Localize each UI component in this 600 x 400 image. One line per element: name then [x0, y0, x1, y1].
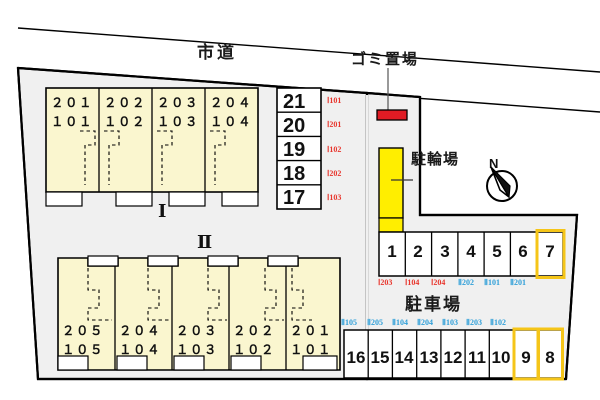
parking-stall-tag: Ⅰ202 — [327, 169, 342, 178]
parking-stall-tag: Ⅱ104 — [392, 318, 408, 327]
unit-upper: ２０２ — [233, 324, 276, 338]
compass-north-label: N — [489, 156, 499, 171]
unit-lower: １０４ — [210, 115, 253, 129]
parking-stall-tag: Ⅰ204 — [431, 278, 446, 287]
site-boundary-east-outline — [366, 91, 579, 380]
parking-row-lower-boxes — [343, 327, 564, 381]
bicycle-parking-marker — [378, 147, 404, 219]
parking-stall-number[interactable]: 6 — [518, 242, 528, 261]
parking-stall-number[interactable]: 12 — [443, 348, 463, 367]
parking-stall-number[interactable]: 9 — [521, 348, 531, 367]
unit-upper: ２０１ — [51, 96, 94, 110]
parking-row-upper-boxes — [378, 229, 566, 279]
building-ii-label: Ⅱ — [197, 232, 213, 253]
parking-stall-number[interactable]: 8 — [545, 348, 555, 367]
unit-lower: １０１ — [51, 115, 94, 129]
parking-stall-tag: Ⅰ103 — [327, 193, 342, 202]
parking-stall-number[interactable]: 3 — [440, 242, 450, 261]
parking-stall-number[interactable]: 19 — [283, 139, 306, 161]
parking-stall-number[interactable]: 13 — [419, 348, 439, 367]
parking-stall-number[interactable]: 18 — [283, 163, 306, 185]
parking-stall-number[interactable]: 5 — [492, 242, 502, 261]
parking-lot-label: 駐車場 — [405, 295, 462, 315]
parking-stall-number[interactable]: 15 — [370, 348, 390, 367]
unit-upper: ２０３ — [157, 96, 200, 110]
bicycle-parking-label: 駐輪場 — [411, 150, 460, 168]
garbage-area-marker — [376, 109, 408, 121]
parking-stall-number[interactable]: 14 — [394, 348, 414, 367]
parking-stall-tag: Ⅱ102 — [490, 318, 506, 327]
parking-stall-number[interactable]: 4 — [466, 242, 476, 261]
unit-lower: １０３ — [176, 343, 219, 357]
parking-stall-tag: Ⅱ103 — [442, 318, 458, 327]
parking-stall-number[interactable]: 10 — [491, 348, 511, 367]
parking-stall-number[interactable]: 1 — [387, 242, 397, 261]
road-label: 市道 — [197, 43, 237, 63]
unit-upper: ２０１ — [290, 324, 333, 338]
unit-lower: １０４ — [119, 343, 162, 357]
parking-stall-tag: Ⅱ204 — [417, 318, 433, 327]
unit-upper: ２０３ — [176, 324, 219, 338]
compass-rose — [486, 166, 518, 202]
bicycle-parking-tail — [378, 217, 404, 233]
parking-stall-number[interactable]: 2 — [413, 242, 423, 261]
parking-stall-tag: Ⅱ101 — [484, 278, 500, 287]
unit-lower: １０２ — [104, 115, 147, 129]
parking-stall-number[interactable]: 20 — [283, 115, 306, 137]
unit-lower: １０５ — [62, 343, 105, 357]
parking-stall-tag: Ⅱ202 — [458, 278, 474, 287]
site-west-south-boundary — [16, 67, 566, 381]
unit-lower: １０１ — [290, 343, 333, 357]
parking-stall-tag: Ⅱ203 — [466, 318, 482, 327]
road-north-edge — [17, 27, 600, 73]
parking-stall-tag: Ⅰ201 — [327, 120, 342, 129]
parking-stall-number[interactable]: 11 — [468, 348, 486, 367]
building-i-shape — [45, 87, 259, 207]
parking-stall-tag: Ⅰ102 — [327, 145, 342, 154]
parking-stall-tag: Ⅱ105 — [341, 318, 357, 327]
building-ii-shape — [57, 255, 341, 371]
unit-upper: ２０４ — [119, 324, 162, 338]
parking-column-boxes — [276, 87, 322, 210]
unit-upper: ２０４ — [210, 96, 253, 110]
parking-stall-tag: Ⅱ205 — [367, 318, 383, 327]
parking-stall-number[interactable]: 7 — [545, 242, 555, 261]
parking-stall-tag: Ⅰ203 — [378, 278, 393, 287]
unit-upper: ２０２ — [104, 96, 147, 110]
parking-stall-tag: Ⅱ201 — [510, 278, 526, 287]
unit-upper: ２０５ — [62, 324, 105, 338]
unit-lower: １０２ — [233, 343, 276, 357]
building-i-label: Ⅰ — [158, 201, 167, 222]
garbage-area-label: ゴミ置場 — [351, 50, 420, 68]
unit-lower: １０３ — [157, 115, 200, 129]
parking-stall-tag: Ⅰ104 — [405, 278, 420, 287]
parking-stall-tag: Ⅰ101 — [327, 96, 342, 105]
parking-stall-number[interactable]: 16 — [346, 348, 366, 367]
parking-stall-number[interactable]: 17 — [283, 187, 306, 209]
parking-stall-number[interactable]: 21 — [283, 91, 306, 113]
